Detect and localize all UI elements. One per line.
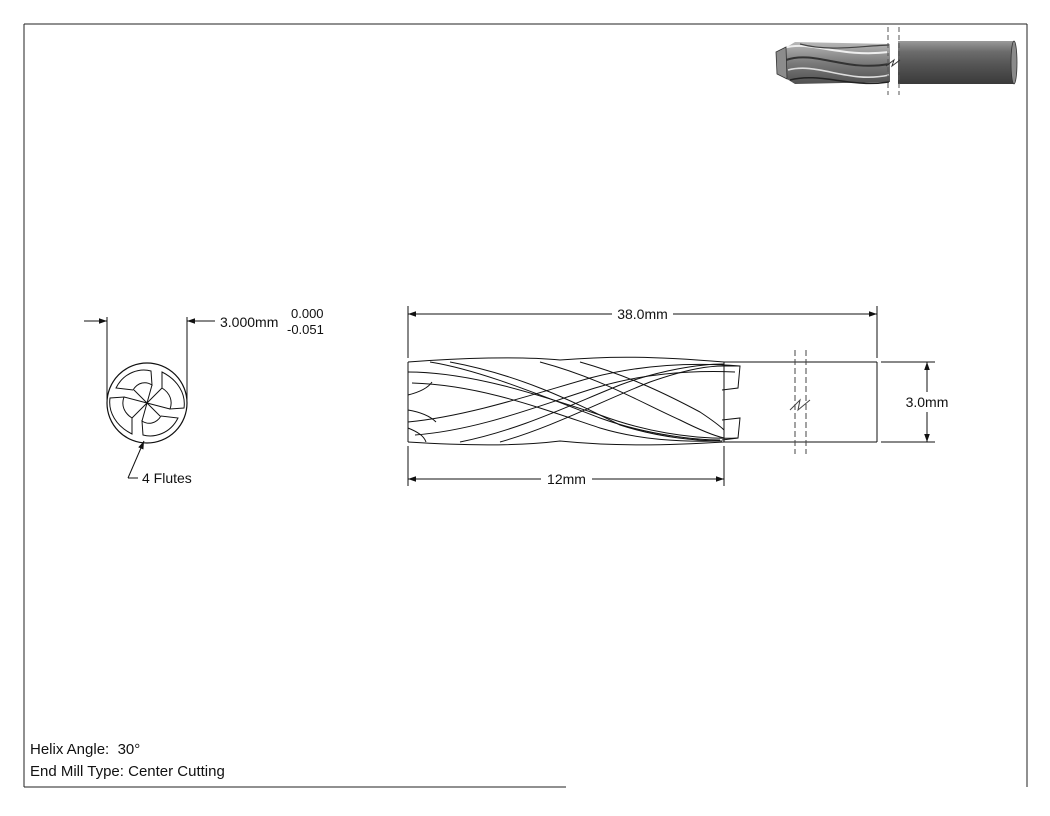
flute-length-dimension [407,446,725,486]
end-mill-type-value: Center Cutting [128,763,225,780]
shank-break-lines [789,350,811,454]
cutter-diameter-tolerance-upper: 0.000 [291,306,324,321]
helix-angle-note: Helix Angle: 30° [30,739,225,761]
shank-diameter-value: 3.0mm [906,394,949,410]
drawing-notes: Helix Angle: 30° End Mill Type: Center C… [30,739,225,783]
flutes-callout: 4 Flutes [142,470,192,486]
sheet-border [23,23,1028,788]
end-mill-type-label: End Mill Type: [30,763,124,780]
end-mill-type-note: End Mill Type: Center Cutting [30,761,225,783]
overall-length-value: 38.0mm [617,306,668,322]
helix-angle-value: 30° [117,741,141,758]
overall-length-dimension [407,306,878,358]
flute-length-value: 12mm [547,471,586,487]
diameter-dimension-end-view [84,317,215,400]
end-view [106,362,188,444]
flutes-leader [127,440,145,479]
side-view [407,356,878,446]
helix-angle-label: Helix Angle: [30,741,110,758]
cutter-diameter-tolerance-lower: -0.051 [287,322,324,337]
shank-diameter-dimension [881,361,935,443]
isometric-thumbnail [775,27,1018,95]
cutter-diameter-value: 3.000mm [220,314,278,330]
